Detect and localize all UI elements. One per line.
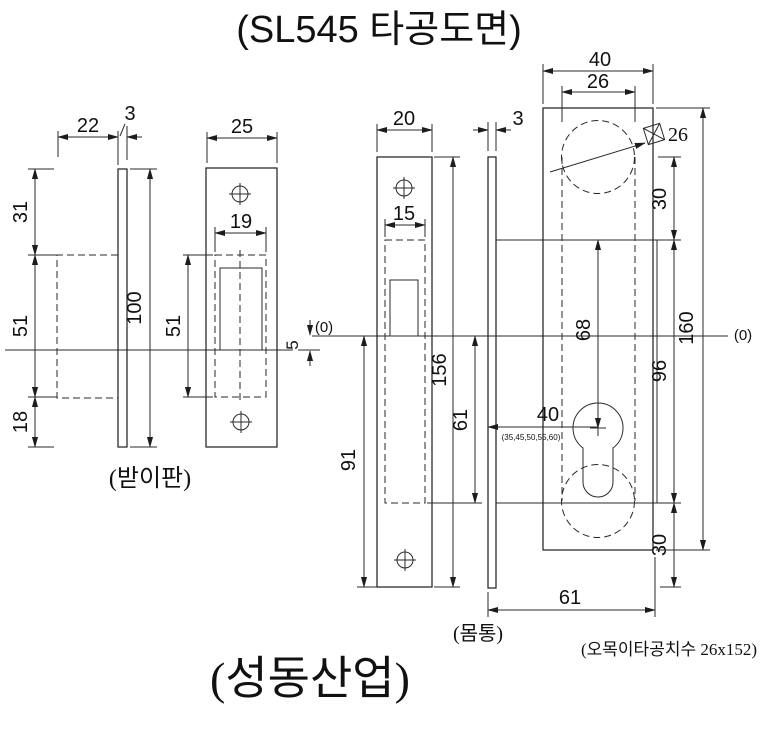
- body-dim-facewidth: 20: [376, 108, 433, 152]
- strike-dim-facewidth: 25: [206, 116, 278, 163]
- dim-edge-96: 96: [649, 360, 671, 382]
- dim-edge-30-top: 30: [649, 188, 671, 210]
- edge-dim-backset: 40 (35,45,50,55,60): [487, 404, 598, 442]
- dim-body-20: 20: [393, 108, 415, 130]
- dim-strike-19: 19: [230, 211, 252, 233]
- drawing-title: (SL545 타공도면): [236, 9, 522, 51]
- datum-zero-right: (0): [734, 327, 752, 344]
- edge-dims-chain: 30 96 30: [649, 156, 681, 588]
- datum-zero-left: (0): [315, 319, 333, 336]
- body-dim-91: 91: [338, 335, 377, 588]
- dim-strike-51-left: 51: [10, 315, 32, 337]
- strike-dim-height: 100: [124, 168, 157, 448]
- dim-strike-3: 3: [124, 103, 135, 125]
- edge-dim-height: 160: [656, 107, 710, 551]
- cylinder-keyhole: [572, 402, 624, 498]
- dim-backset-40: 40: [537, 404, 559, 426]
- dim-edge-30-bottom: 30: [649, 534, 671, 556]
- dim-strike-100: 100: [124, 291, 146, 324]
- datum-lines: 5 (0) (0): [5, 319, 752, 366]
- strike-dim-holeheight: 51: [163, 254, 213, 398]
- dim-body-156: 156: [429, 353, 451, 386]
- dim-body-15: 15: [393, 203, 415, 225]
- dim-strike-51-right: 51: [163, 315, 185, 337]
- dim-strike-18: 18: [10, 411, 32, 433]
- body-dim-height: 156: [429, 156, 460, 588]
- backset-options: (35,45,50,55,60): [502, 433, 561, 442]
- edge-dim-recesswidth: 26: [561, 71, 636, 122]
- body-dim-pocket61: 61: [427, 335, 482, 504]
- strike-plate-label: (받이판): [109, 465, 191, 492]
- dim-body-61h: 61: [559, 587, 581, 609]
- dim-offset-5: 5: [283, 340, 302, 349]
- dim-edge-26: 26: [587, 71, 609, 93]
- dim-edge-68: 68: [573, 319, 595, 341]
- body-dim-thickness: 3: [473, 108, 524, 151]
- recess-note: (오목이타공치수 26x152): [581, 640, 757, 659]
- body-side-view: [487, 156, 658, 589]
- dim-body-3: 3: [512, 108, 523, 130]
- hole-leader: 26: [549, 122, 688, 173]
- edge-dim-68: 68: [573, 239, 602, 429]
- body-dim-holewidth: 15: [384, 203, 426, 237]
- door-edge-view: [542, 107, 654, 551]
- dim-hole-dia-26: 26: [668, 124, 688, 146]
- strike-dim-holewidth: 19: [214, 211, 267, 252]
- drill-symbol-icon: [642, 122, 666, 146]
- body-dim-depth: 61: [487, 557, 656, 617]
- strike-plate-side-view: [56, 168, 128, 448]
- dim-body-91: 91: [338, 449, 360, 471]
- strike-dims-top: 22 3: [57, 103, 142, 165]
- body-front-view: [376, 156, 433, 588]
- body-label: (몸통): [453, 623, 503, 645]
- dim-strike-25: 25: [231, 116, 253, 138]
- strike-dims-left: 31 51 18: [10, 168, 57, 448]
- strike-plate-front-view: [205, 167, 278, 448]
- dim-body-61v: 61: [450, 409, 472, 431]
- dim-edge-160: 160: [676, 311, 698, 344]
- edge-dim-doorthickness: 40: [542, 49, 654, 104]
- dim-strike-31: 31: [10, 201, 32, 223]
- dim-strike-22: 22: [77, 115, 99, 137]
- dim-edge-40: 40: [589, 49, 611, 71]
- company-label: (성동산업): [210, 653, 410, 704]
